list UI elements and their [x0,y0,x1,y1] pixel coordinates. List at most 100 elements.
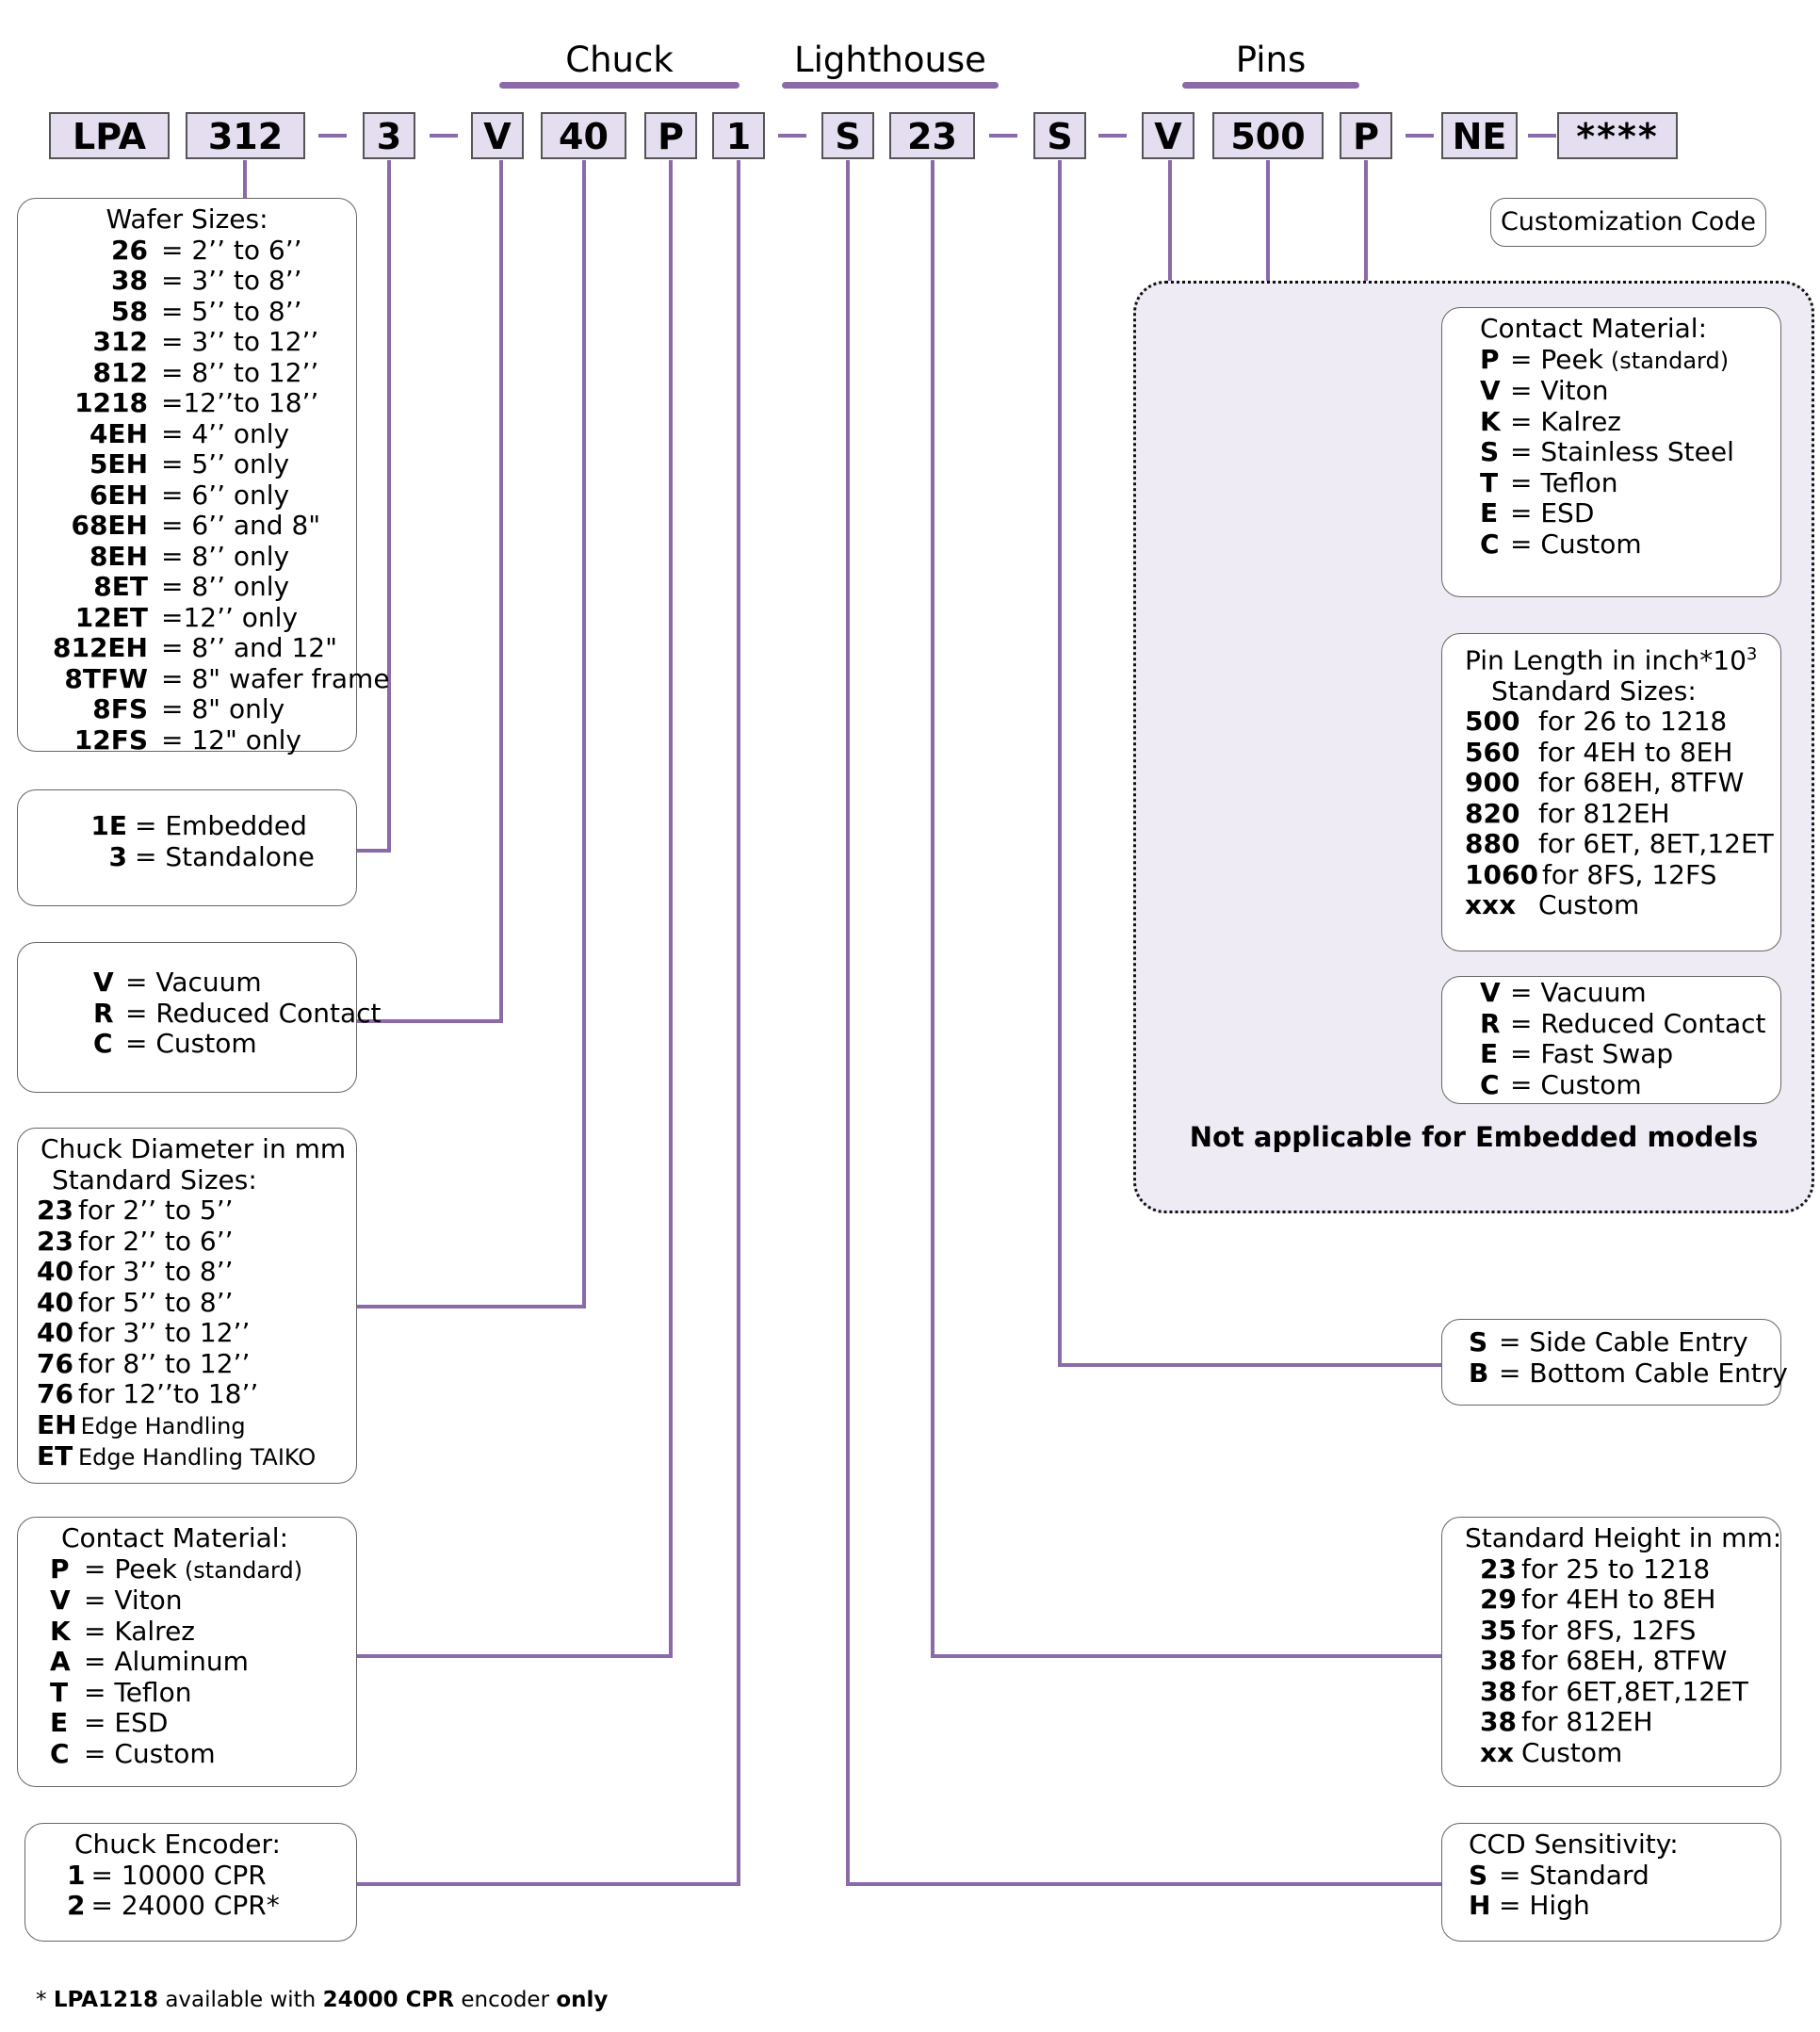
option-code: 76 [37,1347,73,1379]
segment-pin-length: 500 [1212,112,1324,159]
chuck-diameter-title: Chuck Diameter in mm [41,1133,347,1164]
option-code: 560 [1465,736,1520,768]
option-text: = Standalone [135,840,315,872]
option-text: for 4EH to 8EH [1538,736,1733,768]
option-text: = Bottom Cable Entry [1499,1357,1788,1389]
option-text: = Vacuum [1510,977,1647,1008]
option-code: 40 [37,1317,73,1348]
wafer-sizes-box: Wafer Sizes: 26= 2’’ to 6’’38= 3’’ to 8’… [17,198,390,755]
option-text: Custom [1521,1736,1623,1768]
option-text: = 3’’ to 8’’ [161,265,302,296]
connector-chuck-diameter [357,160,586,1309]
pin-length-title-text: Pin Length in inch*10 [1465,644,1747,676]
footnote-text: available with [158,1988,323,2012]
option-text: = 8" only [161,693,285,724]
option-code: 1 [67,1859,86,1891]
option-code: EH [37,1408,77,1440]
cable-option: B= Bottom Cable Entry [1469,1357,1788,1390]
option-text: for 2’’ to 5’’ [78,1195,234,1226]
mount-option: 1E= Embedded [80,810,339,842]
option-text: for 5’’ to 8’’ [78,1286,234,1318]
dash [1406,134,1434,138]
option-code: 820 [1465,797,1520,829]
segment-chuck-type: V [471,112,524,159]
option-code: 2 [67,1890,86,1921]
segment-height: 23 [889,112,975,159]
option-text: for 3’’ to 8’’ [78,1256,234,1287]
option-code: 312 [92,326,148,357]
dash [989,134,1017,138]
chuck-contact-option: C= Custom [50,1737,339,1770]
option-code: 58 [111,295,148,327]
option-code: 1E [90,810,127,841]
option-code: 38 [1480,1645,1517,1676]
segment-mount: 3 [363,112,415,159]
option-text: = Viton [84,1585,183,1616]
pin-length-option: 560 for 4EH to 8EH [1465,736,1763,769]
dash [430,134,458,138]
option-text: = 5’’ to 8’’ [161,295,302,327]
option-code: 23 [1480,1552,1517,1585]
option-text: =12’’ only [161,601,299,633]
option-text: for 6ET, 8ET,12ET [1538,828,1774,860]
option-code: xxx [1465,889,1517,921]
wafer-option: 812EH= 8’’ and 12" [35,632,339,664]
group-header-chuck: Chuck [499,32,739,89]
pin-length-subtitle: Standard Sizes: [1491,675,1697,707]
chuck-contact-option: E= ESD [50,1707,339,1739]
option-code: 1218 [74,387,148,418]
option-text: = 6’’ and 8" [161,510,321,541]
group-label-chuck: Chuck [565,40,674,80]
option-code: 26 [111,234,148,266]
segment-chuck-contact: P [644,112,697,159]
option-code: 500 [1465,706,1520,738]
option-code: V [1480,375,1501,406]
group-bar-chuck [499,82,739,89]
group-bar-lighthouse [782,82,999,89]
pin-contact-option: T= Teflon [1480,467,1763,499]
option-code: 38 [111,265,148,296]
option-text: = 24000 CPR* [90,1890,280,1921]
ccd-option: H= High [1469,1890,1763,1922]
pin-type-option: C= Custom [1480,1069,1763,1101]
dash [778,134,806,138]
option-code: 76 [37,1378,73,1409]
option-text: = 8’’ only [161,540,290,572]
option-text: = 8’’ to 12’’ [161,356,319,388]
option-text: = Peek [84,1552,177,1585]
segment-cable: S [1033,112,1086,159]
segment-customization: **** [1557,112,1678,159]
not-applicable-note: Not applicable for Embedded models [1189,1121,1759,1153]
option-code: 12FS [73,723,148,756]
option-code: K [50,1615,71,1647]
pin-contact-option: S= Stainless Steel [1480,436,1763,468]
group-bar-pins [1182,82,1359,89]
dash [1098,134,1127,138]
option-code: 23 [37,1195,73,1226]
option-code: C [50,1737,70,1769]
chuck-contact-option: P= Peek(standard) [50,1552,339,1586]
pin-contact-option: P= Peek(standard) [1480,344,1763,377]
option-text: = Viton [1510,375,1609,406]
option-text: for 812EH [1521,1706,1653,1737]
connector-ccd [846,160,1441,1886]
chuck-contact-box: Contact Material: P= Peek(standard)V= Vi… [17,1517,357,1787]
option-code: 880 [1465,828,1520,860]
option-code: E [50,1707,69,1738]
option-text: = 3’’ to 12’’ [161,326,319,357]
pin-contact-box: Contact Material: P= Peek(standard)V= Vi… [1441,307,1781,597]
option-text: for 68EH, 8TFW [1521,1645,1728,1676]
wafer-option: 12FS= 12" only [35,723,339,756]
